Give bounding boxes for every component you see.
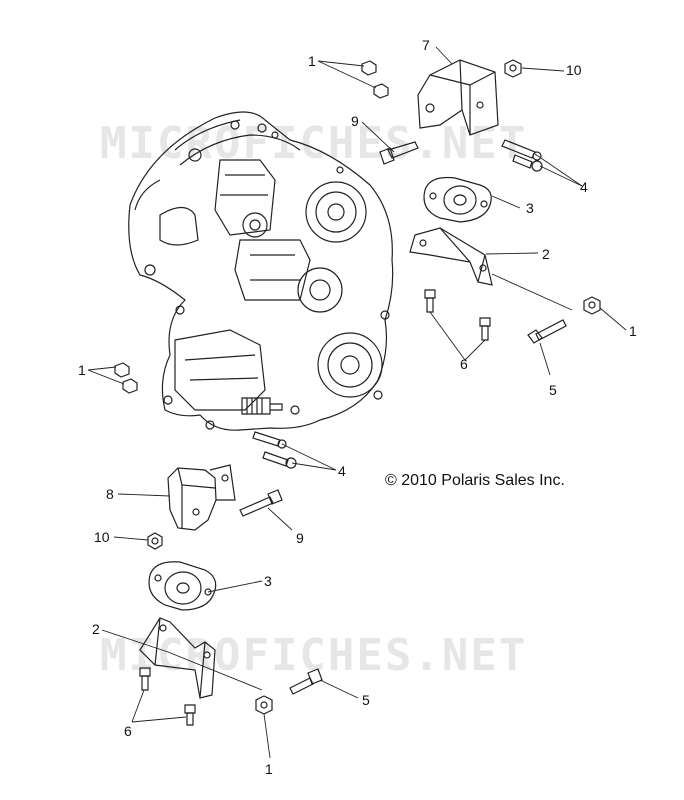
callout-2-lower: 2 (92, 621, 100, 637)
callout-1-upper: 1 (308, 53, 316, 69)
bolt-6-upper-b (479, 317, 491, 341)
bolt-6-lower-b (184, 704, 196, 726)
callout-1-left: 1 (78, 362, 86, 378)
bolt-1-left-a (114, 362, 130, 378)
nut-1-lower (255, 695, 273, 715)
watermark-bottom: MICROFICHES.NET (100, 630, 528, 681)
callout-10-upper: 10 (566, 62, 582, 78)
copyright-notice: © 2010 Polaris Sales Inc. (385, 472, 565, 489)
callout-4-upper: 4 (580, 179, 588, 195)
callout-5-upper: 5 (549, 382, 557, 398)
callout-1-lower: 1 (265, 761, 273, 777)
watermark-top: MICROFICHES.NET (100, 118, 528, 169)
bolt-6-upper-a (424, 289, 436, 313)
callout-9-lower: 9 (296, 530, 304, 546)
nut-10-upper (504, 59, 522, 78)
nut-1-right (583, 296, 601, 315)
callout-10-lower: 10 (94, 529, 110, 545)
rubber-mount-3-lower (148, 561, 217, 611)
leader-lines (87, 46, 627, 759)
bolt-9-upper (379, 141, 419, 165)
callout-4-lower: 4 (338, 463, 346, 479)
bolt-6-lower-a (139, 667, 151, 691)
callout-9-upper: 9 (351, 113, 359, 129)
rubber-mount-3-upper (423, 176, 492, 223)
engine-assembly (128, 111, 394, 431)
stud-4-lower-a (252, 431, 287, 449)
callout-6-upper: 6 (460, 356, 468, 372)
stud-4-lower-b (262, 451, 297, 469)
callout-2-upper: 2 (542, 246, 550, 262)
stud-4-upper-b (512, 154, 543, 172)
callout-5-lower: 5 (362, 692, 370, 708)
bolt-1-left-b (122, 378, 138, 394)
callout-8: 8 (106, 486, 114, 502)
bolt-1-upper-a (361, 60, 377, 76)
bolt-1-upper-b (373, 83, 389, 99)
callout-3-lower: 3 (264, 573, 272, 589)
mount-bracket-2-lower (139, 617, 216, 699)
callout-3-upper: 3 (526, 200, 534, 216)
callout-7: 7 (422, 37, 430, 53)
stud-4-upper-a (501, 139, 542, 161)
bolt-5-upper (527, 319, 567, 344)
bolt-9-lower (239, 489, 283, 517)
nut-10-lower (147, 532, 163, 550)
mount-bracket-2-upper (409, 227, 493, 286)
mount-bracket-upper (417, 59, 499, 136)
callout-1-right: 1 (629, 323, 637, 339)
callout-6-lower: 6 (124, 723, 132, 739)
mount-bracket-lower (167, 464, 236, 531)
bolt-5-lower (289, 668, 323, 695)
